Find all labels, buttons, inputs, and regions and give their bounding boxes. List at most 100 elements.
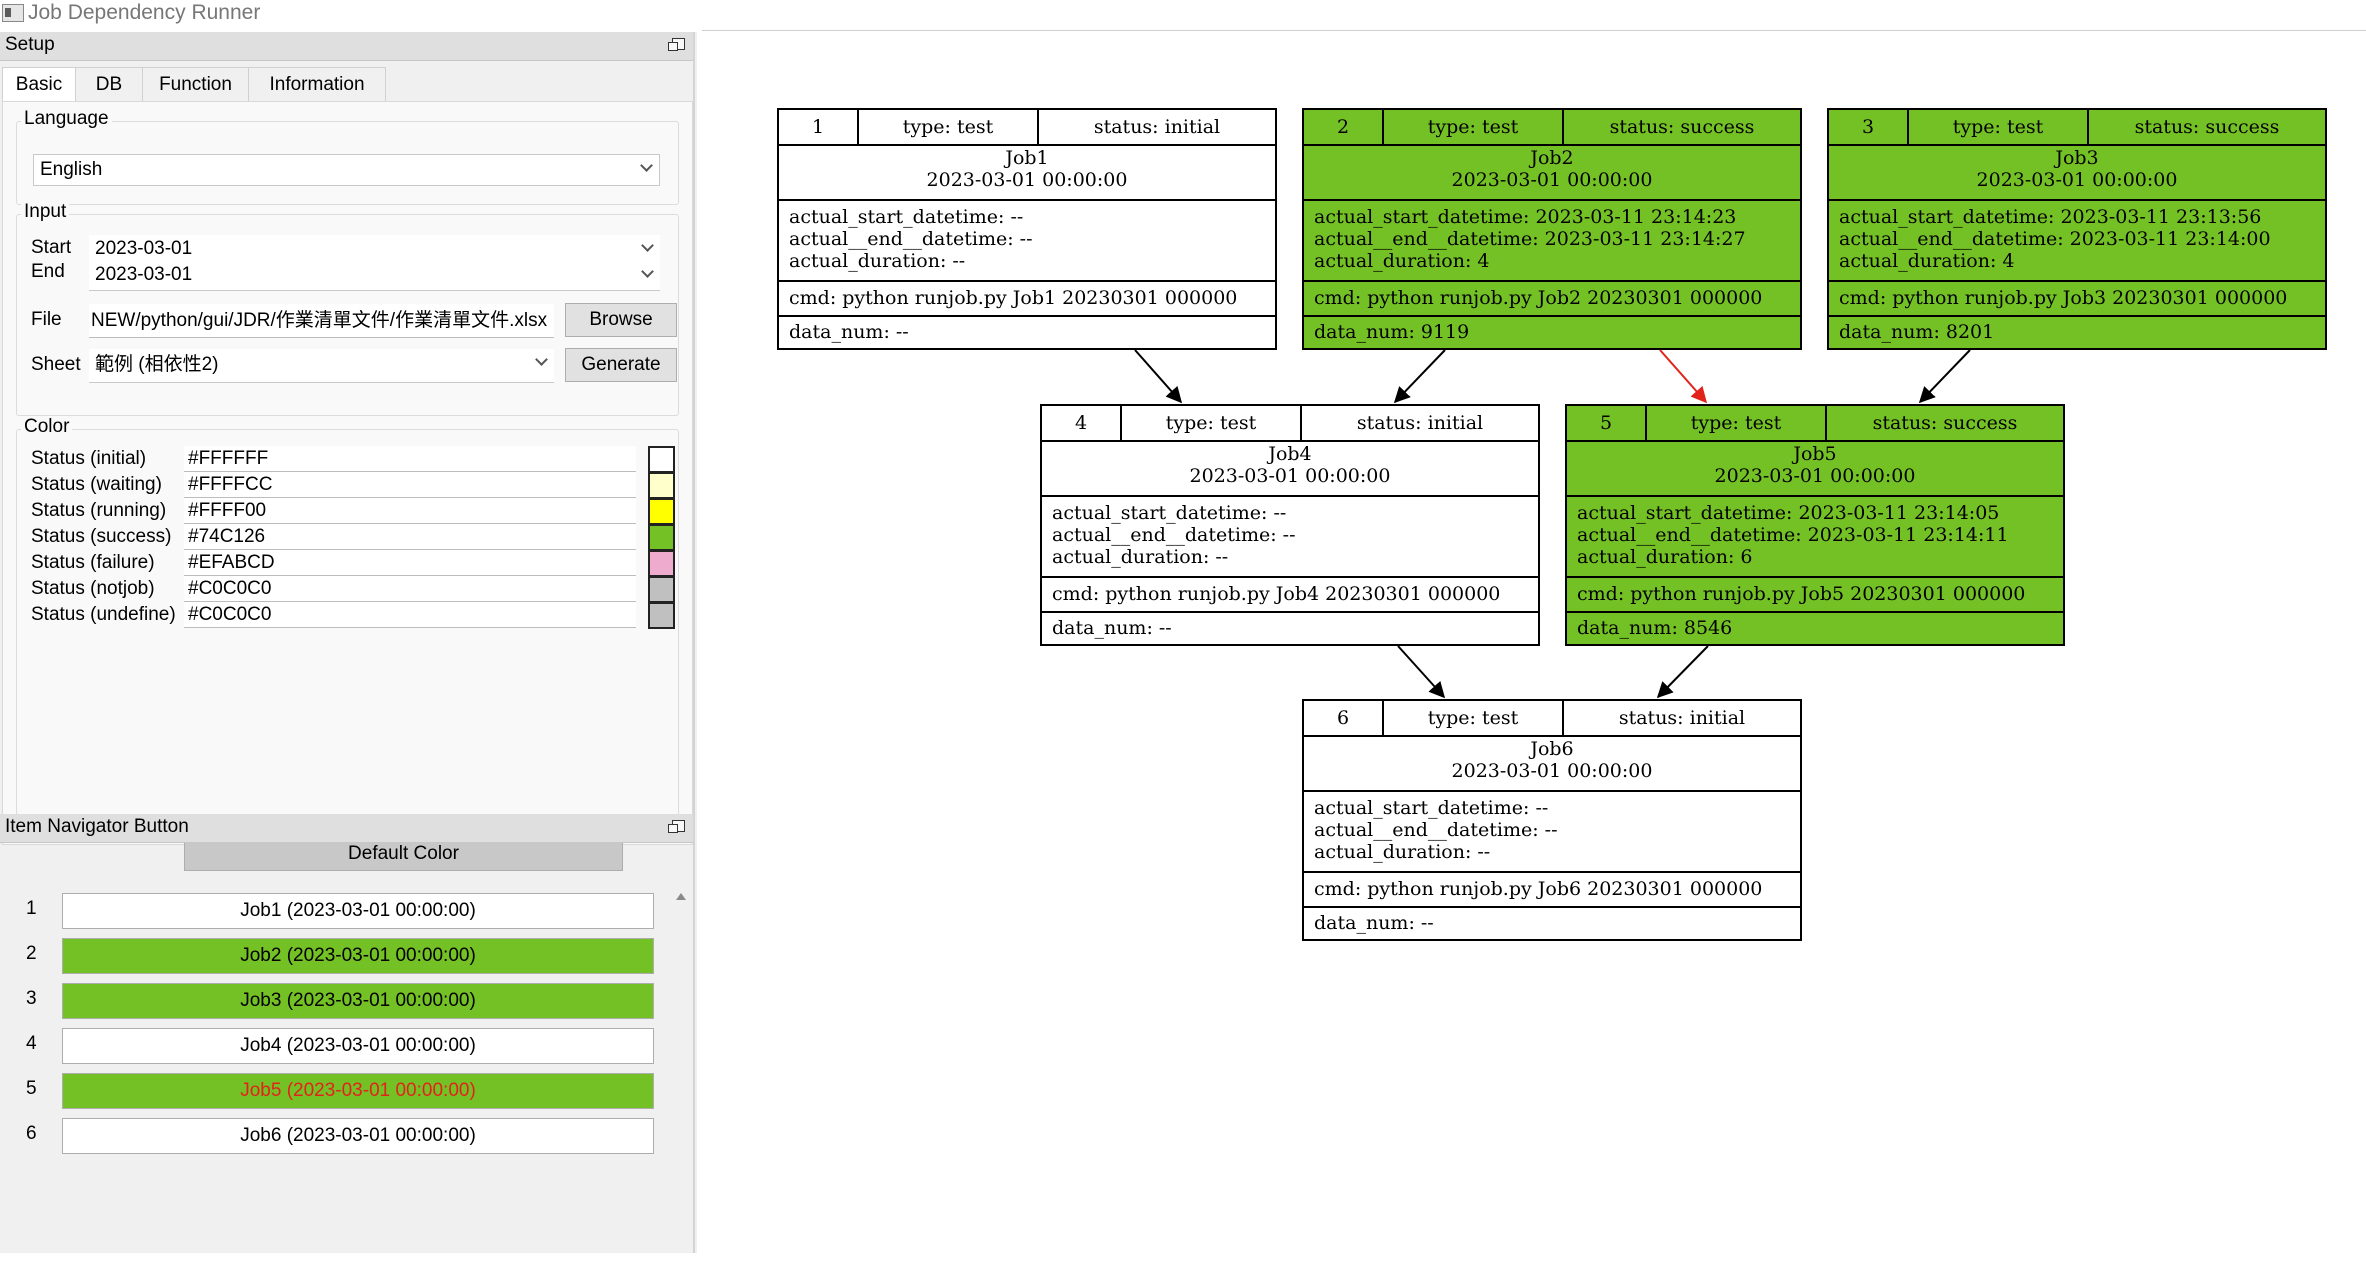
node-datanum-section: data_num: 9119 — [1304, 315, 1800, 348]
color-swatch[interactable] — [648, 498, 675, 525]
color-hex-input[interactable]: #C0C0C0 — [184, 576, 636, 602]
panel-splitter[interactable] — [693, 32, 695, 1253]
color-hex-input[interactable]: #FFFFFF — [184, 446, 636, 472]
color-hex-input[interactable]: #FFFF00 — [184, 498, 636, 524]
node-job-date: 2023-03-01 00:00:00 — [1451, 169, 1653, 191]
language-select[interactable]: English — [33, 154, 660, 186]
basic-tab-pane: Language English Input Start 2023-03-01 … — [2, 101, 693, 871]
node-cmd-section: cmd: python runjob.py Job2 20230301 0000… — [1304, 280, 1800, 315]
window-titlebar: Job Dependency Runner — [0, 0, 2366, 30]
sheet-label: Sheet — [31, 354, 81, 375]
navigator-title: Item Navigator Button — [5, 816, 189, 837]
chevron-down-icon — [535, 353, 548, 366]
color-status-label: Status (failure) — [31, 552, 155, 573]
navigator-row-number: 6 — [26, 1123, 37, 1144]
navigator-row-number: 5 — [26, 1078, 37, 1099]
node-type: type: test — [1122, 406, 1302, 440]
node-job-date: 2023-03-01 00:00:00 — [1189, 465, 1391, 487]
start-date-value: 2023-03-01 — [95, 238, 193, 259]
color-group-label: Color — [21, 416, 73, 438]
edge-5-to-6 — [1656, 645, 1709, 699]
node-cmd: cmd: python runjob.py Job5 20230301 0000… — [1577, 583, 2026, 605]
file-path-input[interactable]: NEW/python/gui/JDR/作業清單文件/作業清單文件.xlsx — [89, 304, 554, 338]
node-id: 3 — [1829, 110, 1909, 144]
float-icon[interactable] — [668, 820, 685, 833]
node-duration: actual_duration: -- — [1314, 841, 1491, 863]
node-job-date: 2023-03-01 00:00:00 — [926, 169, 1128, 191]
browse-button[interactable]: Browse — [565, 303, 677, 337]
node-end: actual__end__datetime: -- — [1052, 524, 1296, 546]
app-icon — [2, 4, 24, 22]
color-swatch[interactable] — [648, 602, 675, 629]
node-job-name: Job4 — [1268, 443, 1312, 465]
node-start: actual_start_datetime: 2023-03-11 23:14:… — [1577, 502, 2000, 524]
node-cmd-section: cmd: python runjob.py Job4 20230301 0000… — [1042, 576, 1538, 611]
node-type: type: test — [859, 110, 1039, 144]
scroll-up-icon[interactable] — [676, 893, 686, 900]
color-hex-input[interactable]: #EFABCD — [184, 550, 636, 576]
node-cmd: cmd: python runjob.py Job3 20230301 0000… — [1839, 287, 2288, 309]
tab-information[interactable]: Information — [248, 67, 386, 101]
generate-button[interactable]: Generate — [565, 348, 677, 382]
color-swatch[interactable] — [648, 472, 675, 499]
node-timing-section: actual_start_datetime: --actual__end__da… — [779, 199, 1275, 280]
color-swatch[interactable] — [648, 446, 675, 473]
navigator-job-button[interactable]: Job2 (2023-03-01 00:00:00) — [62, 938, 654, 974]
navigator-dock-title: Item Navigator Button — [0, 814, 693, 843]
node-cmd: cmd: python runjob.py Job6 20230301 0000… — [1314, 878, 1763, 900]
color-swatch[interactable] — [648, 576, 675, 603]
navigator-job-button[interactable]: Job3 (2023-03-01 00:00:00) — [62, 983, 654, 1019]
navigator-job-button[interactable]: Job6 (2023-03-01 00:00:00) — [62, 1118, 654, 1154]
sheet-select[interactable]: 範例 (相依性2) — [89, 349, 554, 383]
navigator-job-button[interactable]: Job5 (2023-03-01 00:00:00) — [62, 1073, 654, 1109]
navigator-row-number: 4 — [26, 1033, 37, 1054]
node-end: actual__end__datetime: 2023-03-11 23:14:… — [1839, 228, 2271, 250]
float-icon[interactable] — [668, 38, 685, 51]
color-hex-input[interactable]: #74C126 — [184, 524, 636, 550]
input-group: Input Start 2023-03-01 End 2023-03-01 Fi… — [16, 201, 679, 416]
color-hex-input[interactable]: #C0C0C0 — [184, 602, 636, 628]
node-data-num: data_num: 9119 — [1314, 321, 1470, 343]
navigator-job-button[interactable]: Job4 (2023-03-01 00:00:00) — [62, 1028, 654, 1064]
navigator-row-number: 2 — [26, 943, 37, 964]
tab-function[interactable]: Function — [142, 67, 249, 101]
navigator-scrollbar[interactable] — [672, 887, 688, 1279]
left-panel: Setup Basic DB Function Information Lang… — [0, 32, 697, 1253]
end-date-value: 2023-03-01 — [95, 264, 193, 285]
node-start: actual_start_datetime: 2023-03-11 23:13:… — [1839, 206, 2262, 228]
color-hex-input[interactable]: #FFFFCC — [184, 472, 636, 498]
edge-1-to-4 — [1134, 349, 1183, 404]
node-timing-section: actual_start_datetime: --actual__end__da… — [1304, 790, 1800, 871]
color-status-label: Status (undefine) — [31, 604, 176, 625]
edge-2-to-5 — [1659, 349, 1708, 404]
node-id: 2 — [1304, 110, 1384, 144]
navigator-job-button[interactable]: Job1 (2023-03-01 00:00:00) — [62, 893, 654, 929]
node-timing-section: actual_start_datetime: 2023-03-11 23:13:… — [1829, 199, 2325, 280]
start-date-select[interactable]: 2023-03-01 — [89, 235, 660, 265]
input-group-label: Input — [21, 201, 70, 223]
node-cmd-section: cmd: python runjob.py Job1 20230301 0000… — [779, 280, 1275, 315]
color-swatch[interactable] — [648, 550, 675, 577]
node-type: type: test — [1384, 110, 1564, 144]
start-label: Start — [31, 237, 72, 258]
end-date-select[interactable]: 2023-03-01 — [89, 261, 660, 291]
tab-basic[interactable]: Basic — [2, 67, 76, 102]
node-end: actual__end__datetime: 2023-03-11 23:14:… — [1314, 228, 1746, 250]
node-start: actual_start_datetime: -- — [789, 206, 1024, 228]
node-job-name: Job2 — [1530, 147, 1574, 169]
tab-db[interactable]: DB — [75, 67, 143, 101]
color-swatch[interactable] — [648, 524, 675, 551]
edge-4-to-6 — [1397, 645, 1446, 699]
node-id: 4 — [1042, 406, 1122, 440]
edge-3-to-5 — [1918, 349, 1971, 404]
